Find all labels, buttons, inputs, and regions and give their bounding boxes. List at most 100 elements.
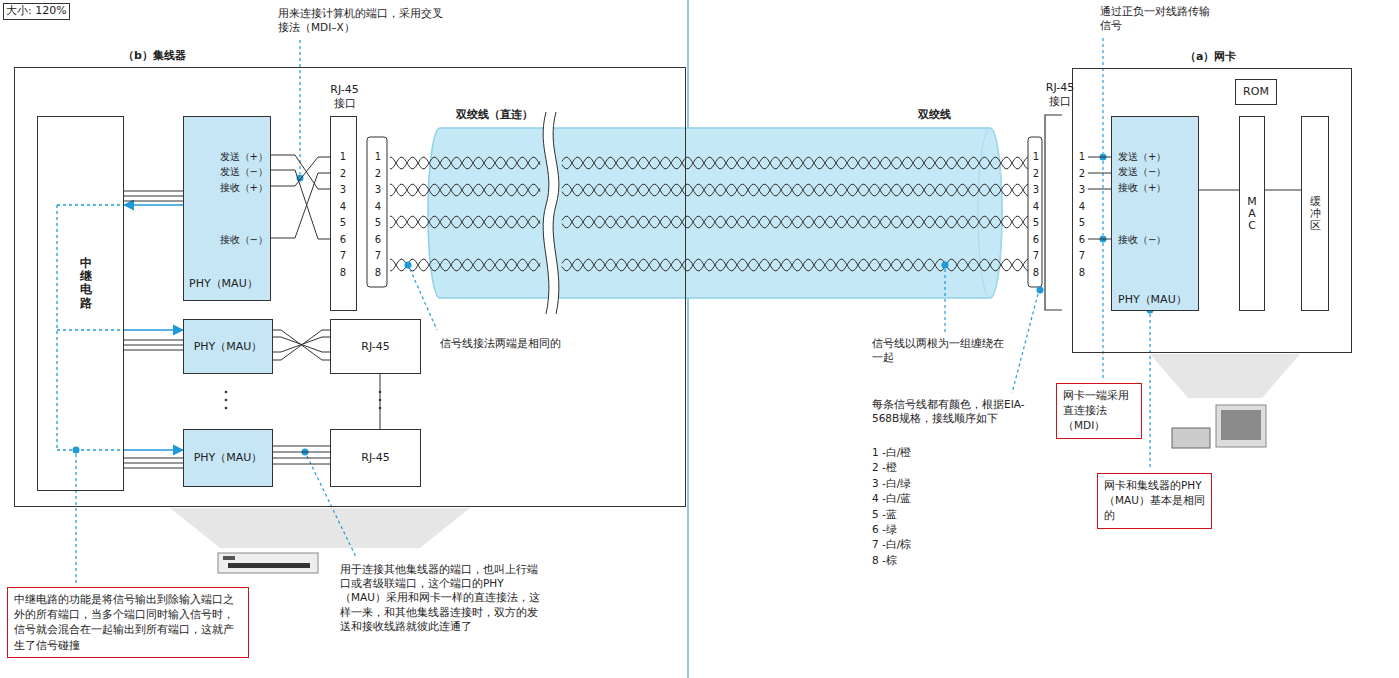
pin-number: 7 xyxy=(337,249,349,263)
pin-number: 5 xyxy=(337,216,349,230)
mac-box: MAC xyxy=(1239,116,1265,311)
leader-line xyxy=(299,40,300,174)
dot xyxy=(225,391,228,394)
pin-number: 3 xyxy=(372,183,384,197)
node-text: 发送（−） xyxy=(184,165,268,178)
node-text: 接收（+） xyxy=(1118,181,1166,194)
leader-line xyxy=(1102,38,1103,380)
plug xyxy=(367,137,387,287)
twisted-wire xyxy=(390,184,1028,196)
node-text: 发送（+） xyxy=(1118,150,1166,163)
pin-number: 1 xyxy=(372,150,384,164)
socket-outline xyxy=(1045,115,1062,310)
hub-icon-led xyxy=(223,556,235,560)
node-text: 中继电路 xyxy=(80,257,92,310)
wire-color-entry: 5 -蓝 xyxy=(872,507,897,521)
pin-number: 6 xyxy=(337,233,349,247)
pin-number: 4 xyxy=(1030,200,1042,214)
callout-text: 通过正负一对线路传输信号 xyxy=(1100,4,1212,32)
leader-line xyxy=(944,269,945,332)
pin-number: 2 xyxy=(372,167,384,181)
leader-dot xyxy=(942,262,949,269)
buffer-box: 缓冲区 xyxy=(1301,116,1329,311)
cable-break-edge xyxy=(543,112,559,314)
twisted-wire xyxy=(390,216,1028,228)
pin-number: 1 xyxy=(1030,150,1042,164)
twisted-wire xyxy=(390,259,1028,271)
block-title: PHY（MAU） xyxy=(1118,293,1187,307)
hub-icon-ports xyxy=(228,563,310,568)
wire-color-entry: 6 -绿 xyxy=(872,522,897,536)
twisted-wire xyxy=(390,184,1028,196)
callout-text: 信号线接法两端是相同的 xyxy=(440,336,561,350)
wire-color-entry: 7 -白/棕 xyxy=(872,537,911,551)
shadow xyxy=(1150,354,1300,398)
hub-box: （b）集线器中继电路发送（+）发送（−）接收（+）接收（−）PHY（MAU）RJ… xyxy=(14,67,686,507)
rj45-port: RJ-45 xyxy=(330,319,421,374)
pin-number: 7 xyxy=(1030,249,1042,263)
dot xyxy=(225,407,228,410)
pin-number: 8 xyxy=(372,266,384,280)
wire xyxy=(380,374,381,429)
node-text: 发送（+） xyxy=(184,150,268,163)
pin-number: 1 xyxy=(1076,150,1088,164)
wire xyxy=(124,340,183,350)
leader-line xyxy=(1149,314,1150,470)
note-box: 网卡一端采用直连接法（MDI） xyxy=(1056,383,1142,439)
pin-number: 6 xyxy=(1030,233,1042,247)
node-text: 网卡和集线器的PHY（MAU）基本是相同的 xyxy=(1104,478,1205,524)
rj45-port: RJ-45 xyxy=(330,429,421,487)
signal-arrow xyxy=(124,329,183,331)
leader-dot xyxy=(1037,287,1044,294)
leader-line xyxy=(410,269,437,330)
plug xyxy=(1028,137,1042,287)
leader-dot xyxy=(405,262,412,269)
node-text: RJ-45 xyxy=(331,451,420,465)
nic-box: （a）网卡ROM发送（+）发送（−）接收（+）接收（−）PHY（MAU）MAC缓… xyxy=(1072,68,1352,353)
signal-arrow xyxy=(124,204,183,206)
note-box: 中继电路的功能是将信号输出到除输入端口之外的所有端口，当多个端口同时输入信号时，… xyxy=(7,587,249,658)
wire xyxy=(271,155,330,239)
rj45-socket: RJ-45 接口 xyxy=(1028,115,1088,310)
pin-number: 3 xyxy=(337,183,349,197)
monitor-icon xyxy=(1216,405,1266,447)
phy-box: 发送（+）发送（−）接收（+）接收（−）PHY（MAU） xyxy=(183,116,271,301)
node-text: （b）集线器 xyxy=(123,49,186,63)
cable-end xyxy=(978,128,1002,298)
hub-icon xyxy=(218,553,318,573)
twisted-wire xyxy=(390,157,1028,169)
cable-sheath xyxy=(428,128,1002,298)
cable-title: 双绞线（直连） xyxy=(456,108,533,123)
callout-text: 每条信号线都有颜色，根据EIA-568B规格，接线顺序如下 xyxy=(872,397,1032,425)
block-title: PHY（MAU） xyxy=(189,277,258,291)
nic-card-icon xyxy=(1172,428,1210,448)
shadow xyxy=(170,508,470,548)
wire-color-entry: 2 -橙 xyxy=(872,460,897,474)
pin-number: 3 xyxy=(1076,183,1088,197)
phy-box: PHY（MAU） xyxy=(183,319,273,374)
cable-title: 双绞线 xyxy=(918,108,951,123)
wire xyxy=(273,446,330,464)
rj45-socket: RJ-45 接口 xyxy=(330,116,357,311)
pin-number: 6 xyxy=(1076,233,1088,247)
pin-number: 8 xyxy=(1076,266,1088,280)
node-text: 接收（+） xyxy=(184,181,268,194)
phy-box: PHY（MAU） xyxy=(183,429,273,487)
leader-dot xyxy=(73,447,80,454)
node-text: ROM xyxy=(1236,85,1276,99)
pin-number: 6 xyxy=(372,233,384,247)
node-text: PHY（MAU） xyxy=(184,451,272,465)
wire-color-entry: 1 -白/橙 xyxy=(872,445,911,459)
pin-number: 3 xyxy=(1030,183,1042,197)
pin-number: 7 xyxy=(372,249,384,263)
monitor-screen xyxy=(1221,410,1261,440)
twisted-pairs xyxy=(390,157,1028,271)
pin-number: 5 xyxy=(1076,216,1088,230)
pin-number: 5 xyxy=(1030,216,1042,230)
rom-box: ROM xyxy=(1235,79,1277,105)
callout-text: 用于连接其他集线器的端口，也叫上行端口或者级联端口，这个端口的PHY（MAU）采… xyxy=(340,562,545,633)
pin-number: 4 xyxy=(1076,200,1088,214)
node-text: 缓冲区 xyxy=(1310,195,1321,231)
wire xyxy=(1199,190,1239,191)
